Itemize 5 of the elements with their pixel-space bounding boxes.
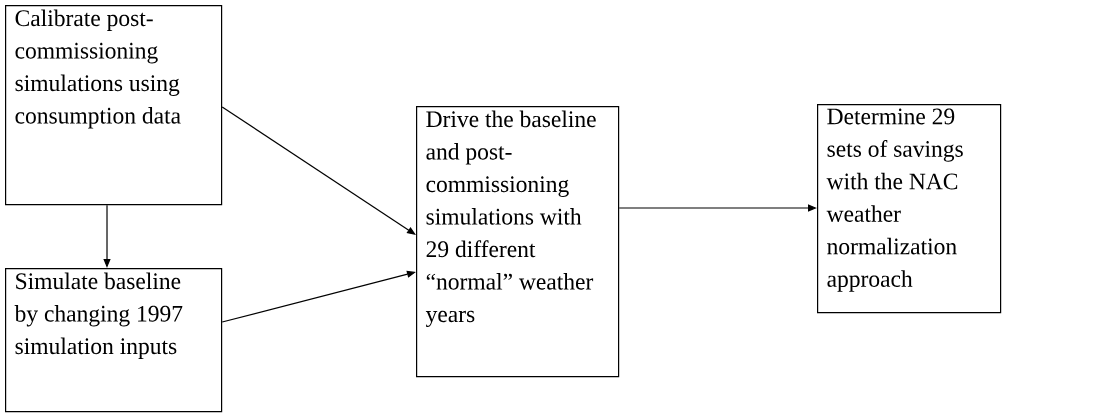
process-box: Determine 29 sets of savings with the NAC weather normalization approach [817,104,1002,314]
process-box: Calibrate post-commissioning simulations using consumption data [5,5,223,206]
process-box: Simulate baseline by changing 1997 simulation inputs [5,268,223,413]
process-box: Drive the baseline and post-commissioning simulations with 29 different “normal” weather years [416,106,620,378]
arrow [221,106,416,235]
